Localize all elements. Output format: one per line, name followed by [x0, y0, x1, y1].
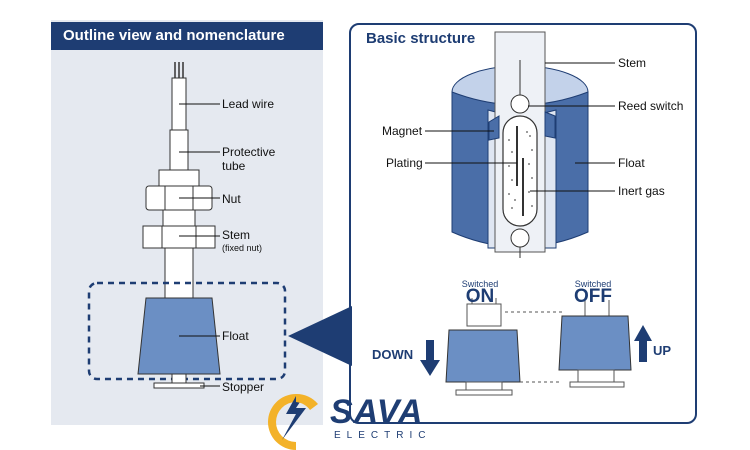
stem-fixed-nut-label: (fixed nut) [222, 243, 263, 253]
switch-off-float [558, 300, 632, 388]
outline-panel-title: Outline view and nomenclature [51, 22, 323, 50]
plating-label: Plating [386, 156, 423, 170]
protective-tube-label-line1: Protective [222, 145, 276, 159]
switched-on-caption: Switched [461, 279, 499, 289]
sava-logo-icon [268, 393, 318, 450]
up-arrow-icon [634, 325, 652, 362]
protective-tube [169, 129, 189, 171]
stem-fixed-nut [142, 225, 216, 299]
stopper [153, 373, 205, 389]
float-label-right: Float [618, 156, 645, 170]
float-highlight-box [87, 281, 287, 381]
inert-gas-label: Inert gas [618, 184, 665, 198]
switched-off-state: OFF [574, 286, 612, 307]
magnet-label: Magnet [382, 124, 423, 138]
switch-on-float [445, 298, 521, 396]
nut-label: Nut [222, 192, 241, 206]
stem-label: Stem [222, 228, 251, 242]
right-leader-lines [425, 62, 615, 192]
stopper-label: Stopper [222, 380, 265, 394]
switched-off-caption: Switched [574, 279, 612, 289]
reed-switch-label: Reed switch [618, 99, 684, 113]
pointer-triangle [288, 306, 352, 366]
sava-logo-text: SAVA [330, 393, 424, 431]
structure-panel-title: Basic structure [366, 30, 476, 47]
down-arrow-icon [420, 340, 440, 376]
lead-wire [171, 62, 187, 131]
stem-label-right: Stem [618, 56, 647, 70]
sava-logo-subtext: ELECTRIC [334, 430, 432, 441]
float-label-left: Float [222, 329, 249, 343]
nut [145, 169, 213, 227]
down-label: DOWN [372, 347, 414, 362]
up-label: UP [653, 343, 672, 358]
switched-on-state: ON [465, 286, 495, 307]
protective-tube-label-line2: tube [222, 159, 246, 173]
left-leader-lines [179, 103, 220, 387]
state-dashed-lines [505, 311, 562, 383]
cutaway-float [451, 31, 589, 258]
lead-wire-label: Lead wire [222, 97, 275, 111]
